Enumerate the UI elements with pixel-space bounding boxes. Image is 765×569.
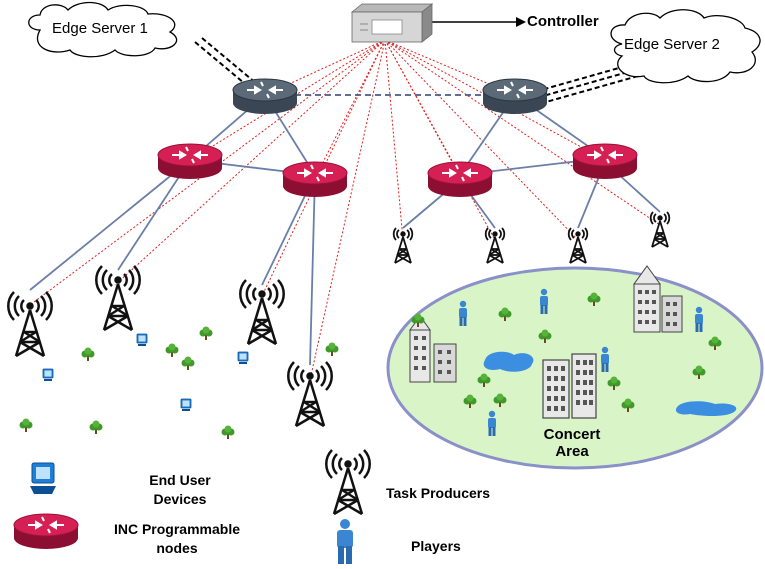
router-icon	[427, 161, 493, 198]
monitor-icon	[30, 462, 56, 494]
tree-icon	[89, 420, 103, 434]
legend-players: Players	[411, 538, 461, 554]
tower-icon	[95, 264, 141, 332]
building-icon	[542, 353, 597, 419]
tree-icon	[181, 356, 195, 370]
router-icon	[482, 78, 548, 115]
router-icon	[282, 161, 348, 198]
router-icon	[157, 143, 223, 180]
monitor-icon	[42, 368, 54, 382]
monitor-icon	[237, 351, 249, 365]
router-icon	[232, 78, 298, 115]
legend-end-user-devices-line1: End User	[149, 472, 211, 488]
edge-server-2-label: Edge Server 2	[624, 36, 720, 53]
lake-icon	[483, 351, 534, 372]
edge-server-1-label: Edge Server 1	[52, 20, 148, 37]
tower-icon	[567, 227, 589, 264]
cloud-icon	[610, 9, 761, 84]
controller-label: Controller	[527, 13, 599, 30]
tower-icon	[287, 360, 333, 428]
monitor-icon	[180, 398, 192, 412]
router-icon	[572, 143, 638, 180]
tower-icon	[7, 290, 53, 358]
tree-icon	[165, 343, 179, 357]
tower-icon	[392, 227, 414, 264]
cloud-icon	[28, 1, 178, 58]
controller-icon	[350, 3, 434, 43]
tree-icon	[199, 326, 213, 340]
tree-icon	[325, 342, 339, 356]
building-icon	[633, 265, 683, 333]
legend-end-user-devices-line2: Devices	[153, 491, 207, 507]
player-icon	[337, 519, 353, 564]
concert-area-label-line2: Area	[555, 443, 589, 460]
lake-icon	[675, 401, 737, 416]
legend-inc-nodes-line2: nodes	[156, 540, 198, 556]
legend-task-producers: Task Producers	[386, 485, 491, 501]
tree-icon	[19, 418, 33, 432]
tower-icon	[484, 227, 506, 264]
concert-area-label: Concert Area	[541, 426, 603, 460]
tree-icon	[221, 425, 235, 439]
tower-icon	[239, 278, 285, 346]
edge-server-links	[194, 37, 639, 103]
legend-end-user-devices: End User Devices	[130, 471, 230, 509]
router-icon	[13, 513, 79, 550]
legend-inc-nodes-line1: INC Programmable	[113, 521, 241, 537]
concert-area-label-line1: Concert	[543, 426, 601, 443]
legend-inc-nodes: INC Programmable nodes	[92, 520, 262, 558]
monitor-icon	[136, 333, 148, 347]
tower-icon	[649, 211, 671, 248]
tree-icon	[81, 347, 95, 361]
tower-icon	[325, 448, 371, 516]
